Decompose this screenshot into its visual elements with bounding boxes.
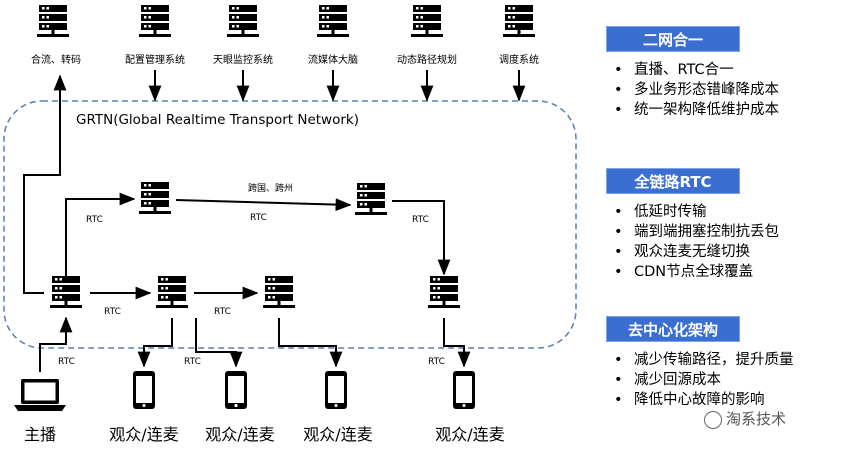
wechat-icon [704, 410, 722, 429]
top-service-scheduling: 调度系统 [499, 5, 539, 66]
list-item: CDN节点全球覆盖 [618, 262, 842, 282]
endpoint-label: 主播 [24, 425, 56, 444]
network-links [23, 74, 451, 300]
panel-title: 二网合一 [606, 26, 740, 52]
link-label-rtc: RTC [428, 357, 445, 367]
server-icon-lower-3 [263, 276, 295, 308]
endpoint-anchor: 主播 [14, 379, 66, 444]
grtn-network-boundary [3, 100, 577, 349]
server-icon-lower-4 [428, 276, 460, 308]
server-icon [503, 5, 535, 37]
list-item: 观众连麦无缝切换 [618, 242, 842, 262]
list-item: 低延时传输 [618, 202, 842, 222]
list-item: 减少回源成本 [618, 370, 842, 390]
endpoint-label: 观众/连麦 [109, 425, 178, 444]
endpoint-viewer-2: 观众/连麦 [205, 371, 275, 444]
endpoint-label: 观众/连麦 [435, 425, 504, 444]
panel-two-networks: 二网合一 直播、RTC合一 多业务形态错峰降成本 统一架构降低维护成本 [606, 26, 842, 120]
endpoint-viewer-4: 观众/连麦 [435, 371, 505, 444]
panel-decentralized: 去中心化架构 减少传输路径，提升质量 减少回源成本 降低中心故障的影响 [606, 316, 842, 410]
service-label: 动态路径规划 [397, 53, 457, 66]
panel-title: 全链路RTC [606, 168, 740, 194]
panel-title: 去中心化架构 [606, 316, 740, 342]
server-icon [317, 5, 349, 37]
service-label: 合流、转码 [31, 53, 81, 66]
phone-icon [325, 371, 347, 409]
top-service-config-management: 配置管理系统 [125, 5, 185, 66]
top-service-media-brain: 流媒体大脑 [308, 5, 358, 66]
phone-icon [133, 371, 155, 409]
server-icon [139, 5, 171, 37]
panel-list: 低延时传输 端到端拥塞控制抗丢包 观众连麦无缝切换 CDN节点全球覆盖 [606, 202, 842, 282]
service-arrows [148, 70, 526, 102]
phone-icon [453, 371, 475, 409]
link-label-cross-region: 跨国、跨州 [248, 183, 293, 194]
laptop-icon [14, 379, 66, 411]
watermark-text: 淘系技术 [726, 410, 787, 428]
panel-list: 减少传输路径，提升质量 减少回源成本 降低中心故障的影响 [606, 350, 842, 410]
server-icon [37, 5, 69, 37]
panel-list: 直播、RTC合一 多业务形态错峰降成本 统一架构降低维护成本 [606, 60, 842, 120]
top-service-monitoring: 天眼监控系统 [213, 5, 273, 66]
link-label-rtc: RTC [250, 213, 267, 223]
endpoint-viewer-3: 观众/连麦 [303, 371, 373, 444]
network-label: GRTN(Global Realtime Transport Network) [76, 112, 359, 128]
list-item: 端到端拥塞控制抗丢包 [618, 222, 842, 242]
service-label: 天眼监控系统 [213, 53, 273, 66]
link-label-rtc: RTC [412, 215, 429, 225]
endpoint-viewer-1: 观众/连麦 [109, 371, 179, 444]
top-service-path-planning: 动态路径规划 [397, 5, 457, 66]
link-label-rtc: RTC [58, 357, 75, 367]
service-label: 配置管理系统 [125, 53, 185, 66]
list-item: 直播、RTC合一 [618, 60, 842, 80]
server-icon-lower-2 [156, 276, 188, 308]
endpoint-label: 观众/连麦 [303, 425, 372, 444]
phone-icon [225, 371, 247, 409]
service-label: 调度系统 [499, 53, 539, 66]
watermark: 淘系技术 [704, 408, 786, 430]
server-icon [227, 5, 259, 37]
panel-full-rtc: 全链路RTC 低延时传输 端到端拥塞控制抗丢包 观众连麦无缝切换 CDN节点全球… [606, 168, 842, 282]
service-label: 流媒体大脑 [308, 53, 358, 66]
list-item: 多业务形态错峰降成本 [618, 80, 842, 100]
list-item: 降低中心故障的影响 [618, 390, 842, 410]
architecture-diagram: GRTN(Global Realtime Transport Network) … [3, 5, 577, 444]
server-icon [411, 5, 443, 37]
list-item: 减少传输路径，提升质量 [618, 350, 842, 370]
list-item: 统一架构降低维护成本 [618, 100, 842, 120]
link-label-rtc: RTC [86, 215, 103, 225]
endpoint-label: 观众/连麦 [205, 425, 274, 444]
link-label-rtc: RTC [184, 357, 201, 367]
top-service-merge-transcode: 合流、转码 [31, 5, 81, 66]
server-icon-lower-1 [50, 276, 82, 308]
server-icon-upper-right [355, 183, 387, 215]
server-icon-upper-left [139, 182, 171, 214]
link-label-rtc: RTC [214, 307, 231, 317]
link-label-rtc: RTC [104, 307, 121, 317]
endpoint-links [39, 316, 471, 372]
